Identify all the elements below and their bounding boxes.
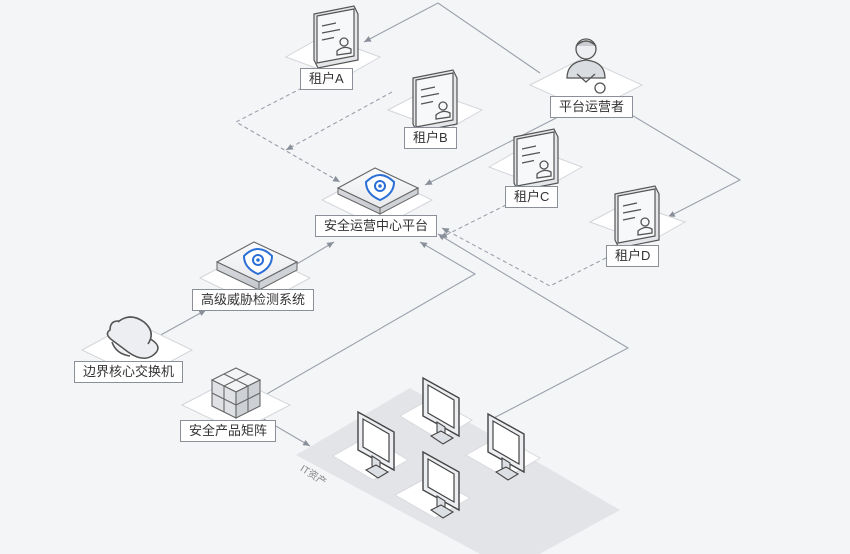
tenant-c-icon [513,128,559,192]
it-assets-to-soc [437,233,630,421]
apt-device-icon [215,241,299,291]
tenant-b-label[interactable]: 租户B [404,127,457,149]
tenant-c-to-soc [439,204,507,239]
core-switch-label[interactable]: 边界核心交换机 [74,361,184,383]
operator-to-tenant-d [619,107,742,218]
tenant-b-icon [412,69,458,133]
tenant-a-icon [313,5,359,69]
operator-to-tenant-a [363,2,541,74]
apt-system-label[interactable]: 高级威胁检测系统 [192,289,315,311]
tenant-c-label[interactable]: 租户C [505,186,559,208]
switch-icon [106,316,159,360]
soc-platform-label[interactable]: 安全运营中心平台 [315,215,438,237]
tenant-d-to-soc [441,227,607,287]
tenant-a-to-soc [234,87,341,183]
tenant-b-to-soc [285,91,393,151]
cube-matrix-icon [210,367,262,419]
tenant-a-label[interactable]: 租户A [300,68,353,90]
matrix-to-soc [264,241,477,396]
tenant-d-icon [614,185,660,249]
soc-platform-icon [336,167,420,215]
operator-person-icon [566,38,606,94]
security-matrix-label[interactable]: 安全产品矩阵 [180,420,277,442]
operator-to-soc [424,115,561,186]
operator-label[interactable]: 平台运营者 [550,96,634,118]
tenant-d-label[interactable]: 租户D [606,245,660,267]
